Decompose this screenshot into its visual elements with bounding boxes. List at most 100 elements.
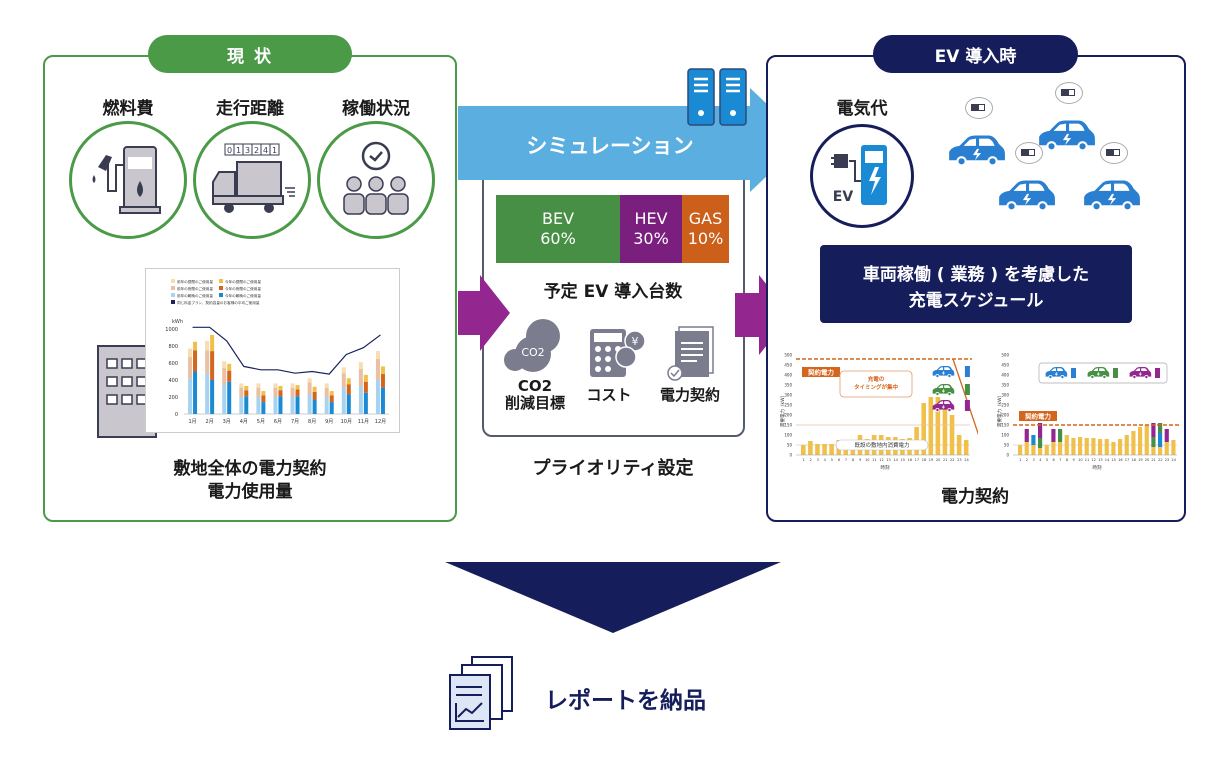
bar-segment <box>358 368 363 386</box>
x-tick-label: 9 <box>859 458 861 462</box>
demand-bar <box>956 435 962 455</box>
demand-bar <box>1058 442 1063 455</box>
demand-bar <box>1104 439 1109 455</box>
ev-car-with-battery <box>1035 82 1097 158</box>
report-document-icon <box>449 656 513 730</box>
x-tick-label: 7 <box>845 458 847 462</box>
bar-segment <box>358 385 363 414</box>
ev-icon-text: EV <box>833 189 854 205</box>
car-icon <box>995 178 1057 214</box>
odometer-digit: 2 <box>254 146 259 155</box>
clock-workers-icon <box>343 141 409 215</box>
yen-icon-text: ¥ <box>632 335 639 348</box>
x-tick-label: 1月 <box>188 419 196 425</box>
x-tick-label: 2月 <box>206 419 214 425</box>
y-tick-label: 0 <box>1006 453 1009 458</box>
bar-segment <box>358 362 363 369</box>
demand-bar <box>1031 445 1036 455</box>
bar-segment <box>341 367 346 374</box>
demand-bar <box>1084 438 1089 455</box>
y-tick-label: 200 <box>784 413 792 418</box>
ev-charge-segment <box>1031 435 1036 445</box>
simulation-arrow <box>458 88 805 192</box>
odometer-digit: 4 <box>263 146 268 155</box>
bar-segment <box>380 366 385 375</box>
battery-icon <box>1015 142 1043 164</box>
ev-charge-segment <box>1051 429 1056 442</box>
y-tick-label: 350 <box>1001 383 1009 388</box>
charger-icon <box>964 384 970 395</box>
y-tick-label: 450 <box>1001 363 1009 368</box>
base-consumption-label: 既設の敷地内消費電力 <box>854 441 909 449</box>
bar-segment <box>363 374 368 382</box>
y-tick-label: 500 <box>784 353 792 358</box>
odometer-digit: 0 <box>227 146 232 155</box>
x-tick-label: 2 <box>810 458 812 462</box>
bar-segment <box>307 378 312 383</box>
y-axis-label: 需要電力（kW） <box>779 393 786 427</box>
contract-power-label: 契約電力 <box>807 368 835 377</box>
demand-bar <box>1018 445 1023 455</box>
x-tick-label: 23 <box>1165 458 1169 462</box>
bar-segment <box>227 381 232 414</box>
x-tick-label: 13 <box>1098 458 1102 462</box>
x-tick-label: 6 <box>1053 458 1055 462</box>
x-tick-label: 10月 <box>341 419 352 425</box>
ev-car-with-battery <box>995 142 1057 218</box>
y-tick-label: 350 <box>784 383 792 388</box>
bar-segment <box>346 378 351 385</box>
demand-bar <box>942 403 948 455</box>
legend-label: 前年の夜間のご使用量 <box>177 286 213 291</box>
charging-car <box>932 366 955 378</box>
bar-segment <box>193 350 198 372</box>
legend-swatch <box>171 293 175 297</box>
co2-icon-text: CO2 <box>521 346 544 359</box>
bar-segment <box>205 373 210 414</box>
x-tick-label: 3 <box>1033 458 1035 462</box>
demand-bar <box>1118 439 1123 455</box>
y-tick-label: 50 <box>787 443 793 448</box>
ev-charge-segment <box>1058 429 1063 442</box>
demand-bar <box>1131 431 1136 455</box>
bar-segment <box>380 374 385 388</box>
bar-segment <box>312 386 317 392</box>
bar-segment <box>341 387 346 414</box>
demand-bar <box>1171 440 1176 455</box>
x-tick-label: 16 <box>1118 458 1122 462</box>
battery-icon <box>1055 82 1083 104</box>
x-tick-label: 7月 <box>291 419 299 425</box>
electricity-circle: EV <box>810 124 914 228</box>
mix-bev-pct: 60% <box>540 229 576 248</box>
current-caption-line1: 敷地全体の電力契約 <box>173 459 327 479</box>
bar-segment <box>222 385 227 414</box>
schedule-line1: 車両稼働 ( 業務 ) を考慮した <box>862 265 1090 285</box>
y-tick-label: 150 <box>1001 423 1009 428</box>
x-tick-label: 4 <box>824 458 827 462</box>
bar-segment <box>273 383 278 388</box>
mix-hev-pct: 30% <box>633 229 669 248</box>
x-tick-label: 17 <box>915 458 919 462</box>
x-tick-label: 19 <box>1138 458 1142 462</box>
ev-charge-segment <box>1158 433 1163 447</box>
x-tick-label: 11 <box>872 458 876 462</box>
charging-schedule-box <box>820 245 1132 323</box>
legend-label: 同じ料金プラン、契約容量のお客様の平均ご使用量 <box>177 300 260 305</box>
x-tick-label: 1 <box>802 458 804 462</box>
car-icon <box>1080 178 1142 214</box>
demand-bar <box>1044 445 1049 455</box>
y-tick-label: 400 <box>784 373 792 378</box>
charger-icon <box>964 366 970 377</box>
x-axis-label: 時刻 <box>1093 464 1102 471</box>
down-arrow <box>445 562 781 633</box>
bar-segment <box>278 385 283 391</box>
y-tick-label: 500 <box>1001 353 1009 358</box>
x-tick-label: 9月 <box>325 419 333 425</box>
bar-segment <box>324 383 329 388</box>
legend-label: 前年の昼間のご使用量 <box>177 279 213 284</box>
bar-segment <box>273 397 278 414</box>
demand-bar <box>801 445 806 455</box>
bar-segment <box>273 387 278 397</box>
y-tick-label: 600 <box>168 361 178 367</box>
contract-document-icon <box>667 326 714 381</box>
